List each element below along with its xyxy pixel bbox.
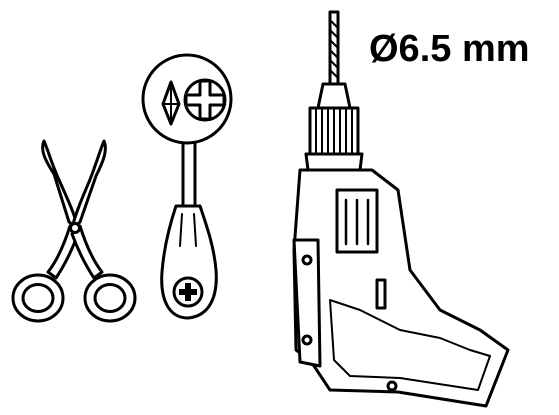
phillips-screwdriver-icon <box>141 53 233 320</box>
scissors-icon <box>11 139 137 323</box>
electric-drill-icon <box>292 10 510 408</box>
drill-bit-size-label: Ø6.5 mm <box>369 28 530 70</box>
